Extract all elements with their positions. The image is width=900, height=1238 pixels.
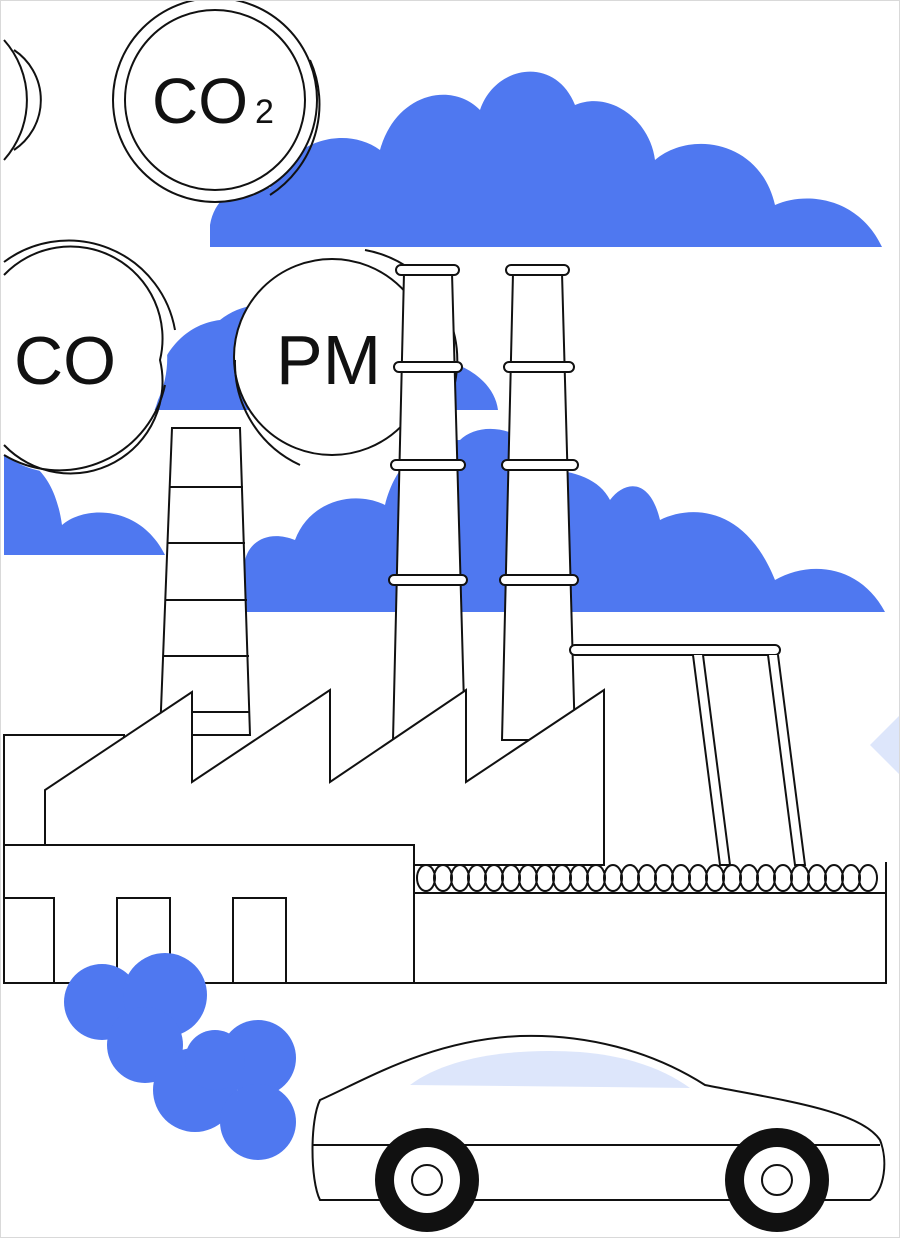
barbed-wire-coil (416, 864, 436, 892)
car (311, 1034, 886, 1232)
tall-chimney-right (499, 264, 579, 741)
barbed-wire (416, 864, 878, 892)
barbed-wire-coil (671, 864, 691, 892)
cloud-top-right (210, 71, 882, 247)
car-wheel-front (375, 1128, 479, 1232)
co-badge: CO (3, 239, 176, 475)
barbed-wire-coil (654, 864, 674, 892)
barbed-wire-coil (569, 864, 589, 892)
barbed-wire-coil (688, 864, 708, 892)
car-window (410, 1050, 690, 1088)
barbed-wire-coil (552, 864, 572, 892)
barbed-wire-coil (841, 864, 861, 892)
barbed-wire-coil (858, 864, 878, 892)
co2-badge: CO 2 (112, 0, 321, 203)
fence-wall (413, 862, 887, 984)
barbed-wire-coil (535, 864, 555, 892)
barbed-wire-coil (739, 864, 759, 892)
barbed-wire-coil (484, 864, 504, 892)
barbed-wire-coil (467, 864, 487, 892)
barbed-wire-coil (433, 864, 453, 892)
co-label: CO (14, 323, 116, 399)
barbed-wire-coil (773, 864, 793, 892)
barbed-wire-coil (450, 864, 470, 892)
barbed-wire-coil (586, 864, 606, 892)
barbed-wire-coil (722, 864, 742, 892)
barbed-wire-coil (705, 864, 725, 892)
pm-badge: PM (233, 249, 459, 466)
co2-subscript: 2 (255, 93, 274, 131)
barbed-wire-coil (807, 864, 827, 892)
co2-badge-left-partial (3, 39, 42, 161)
pipe-structure (569, 644, 807, 866)
cloud-middle-left (4, 455, 165, 555)
car-wheel-rear (725, 1128, 829, 1232)
barbed-wire-coil (518, 864, 538, 892)
left-chimney (158, 427, 252, 736)
pm-label: PM (276, 321, 381, 399)
barbed-wire-coil (756, 864, 776, 892)
barbed-wire-coil (824, 864, 844, 892)
barbed-wire-coil (790, 864, 810, 892)
car-exhaust-smoke (64, 953, 296, 1160)
cloud-right-edge-accent (870, 715, 900, 775)
factory-building (3, 688, 605, 984)
barbed-wire-coil (603, 864, 623, 892)
barbed-wire-coil (620, 864, 640, 892)
barbed-wire-coil (637, 864, 657, 892)
barbed-wire-coil (501, 864, 521, 892)
co2-label: CO (152, 65, 248, 137)
